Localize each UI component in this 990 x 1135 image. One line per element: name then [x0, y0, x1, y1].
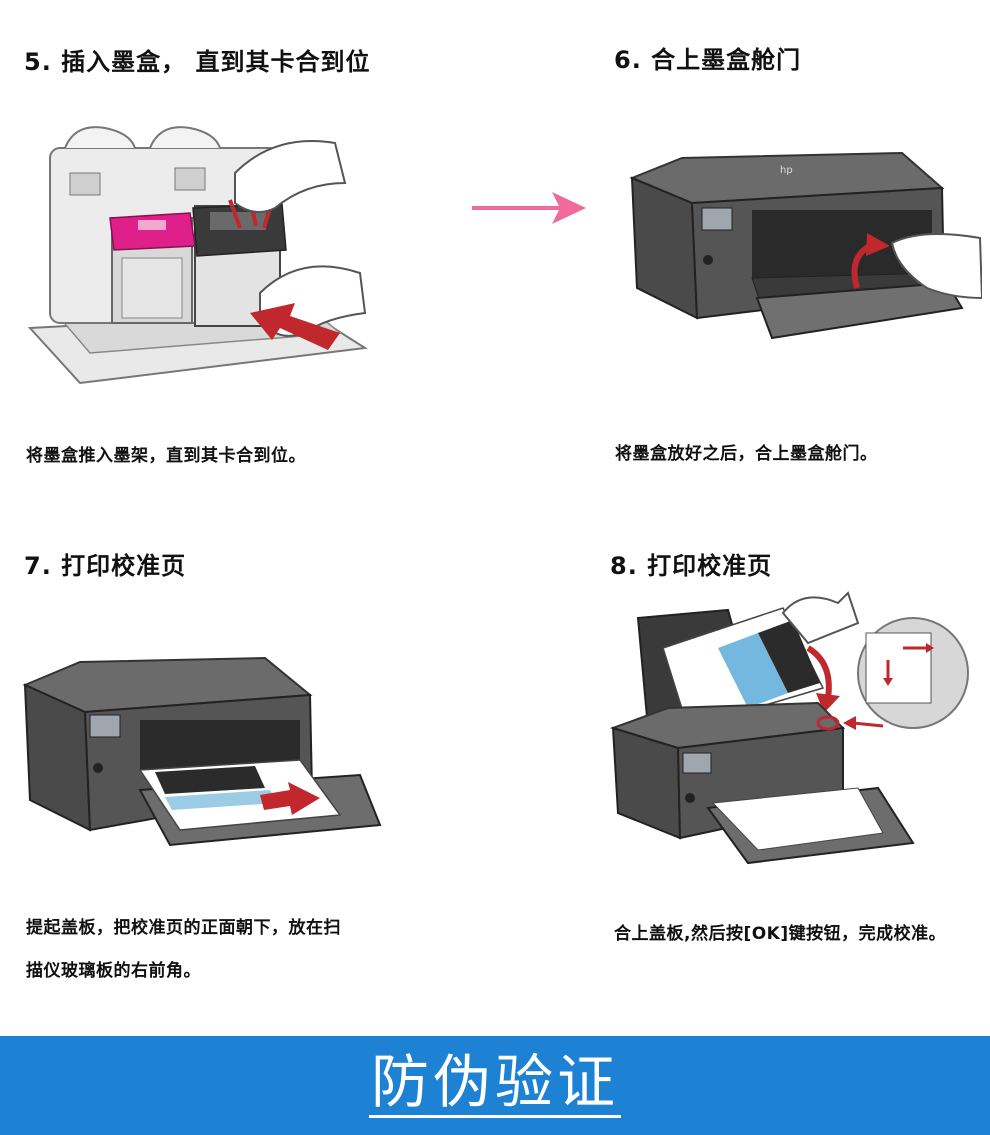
step-7-title: 7. 打印校准页 [24, 552, 187, 580]
step-6-caption: 将墨盒放好之后，合上墨盒舱门。 [615, 444, 878, 464]
step-5-title: 5. 插入墨盒， 直到其卡合到位 [24, 48, 371, 76]
calibration-sheet-icon [138, 759, 342, 831]
anti-counterfeit-link[interactable]: 防伪验证 [368, 1048, 621, 1118]
step-5-caption: 将墨盒推入墨架，直到其卡合到位。 [26, 446, 306, 466]
right-arrow-icon [472, 192, 586, 224]
calibration-sheet-icon [662, 607, 825, 729]
printer-calibration-illustration [22, 656, 382, 847]
step-7-caption-line-1: 提起盖板，把校准页的正面朝下，放在扫 [26, 918, 341, 938]
hand-icon [234, 140, 347, 213]
printer-logo: hp [780, 165, 793, 176]
ink-cartridge-icon [109, 212, 196, 324]
printer-scanner-illustration [609, 591, 969, 865]
footer-banner: 防伪验证 [0, 1036, 990, 1135]
ink-cartridge-illustration [27, 126, 368, 385]
printer-icon [22, 656, 314, 832]
hand-icon [781, 591, 860, 645]
hand-icon [890, 233, 982, 300]
step-8-title: 8. 打印校准页 [610, 552, 773, 580]
step-7-caption-line-2: 描仪玻璃板的右前角。 [26, 961, 201, 981]
step-6-title: 6. 合上墨盒舱门 [614, 46, 802, 74]
step-8-caption: 合上盖板,然后按[OK]键按钮，完成校准。 [614, 924, 947, 944]
zoom-inset [857, 617, 969, 729]
step-7-caption: 提起盖板，把校准页的正面朝下，放在扫 描仪玻璃板的右前角。 [26, 907, 341, 993]
printer-door-illustration: hp [629, 151, 982, 340]
